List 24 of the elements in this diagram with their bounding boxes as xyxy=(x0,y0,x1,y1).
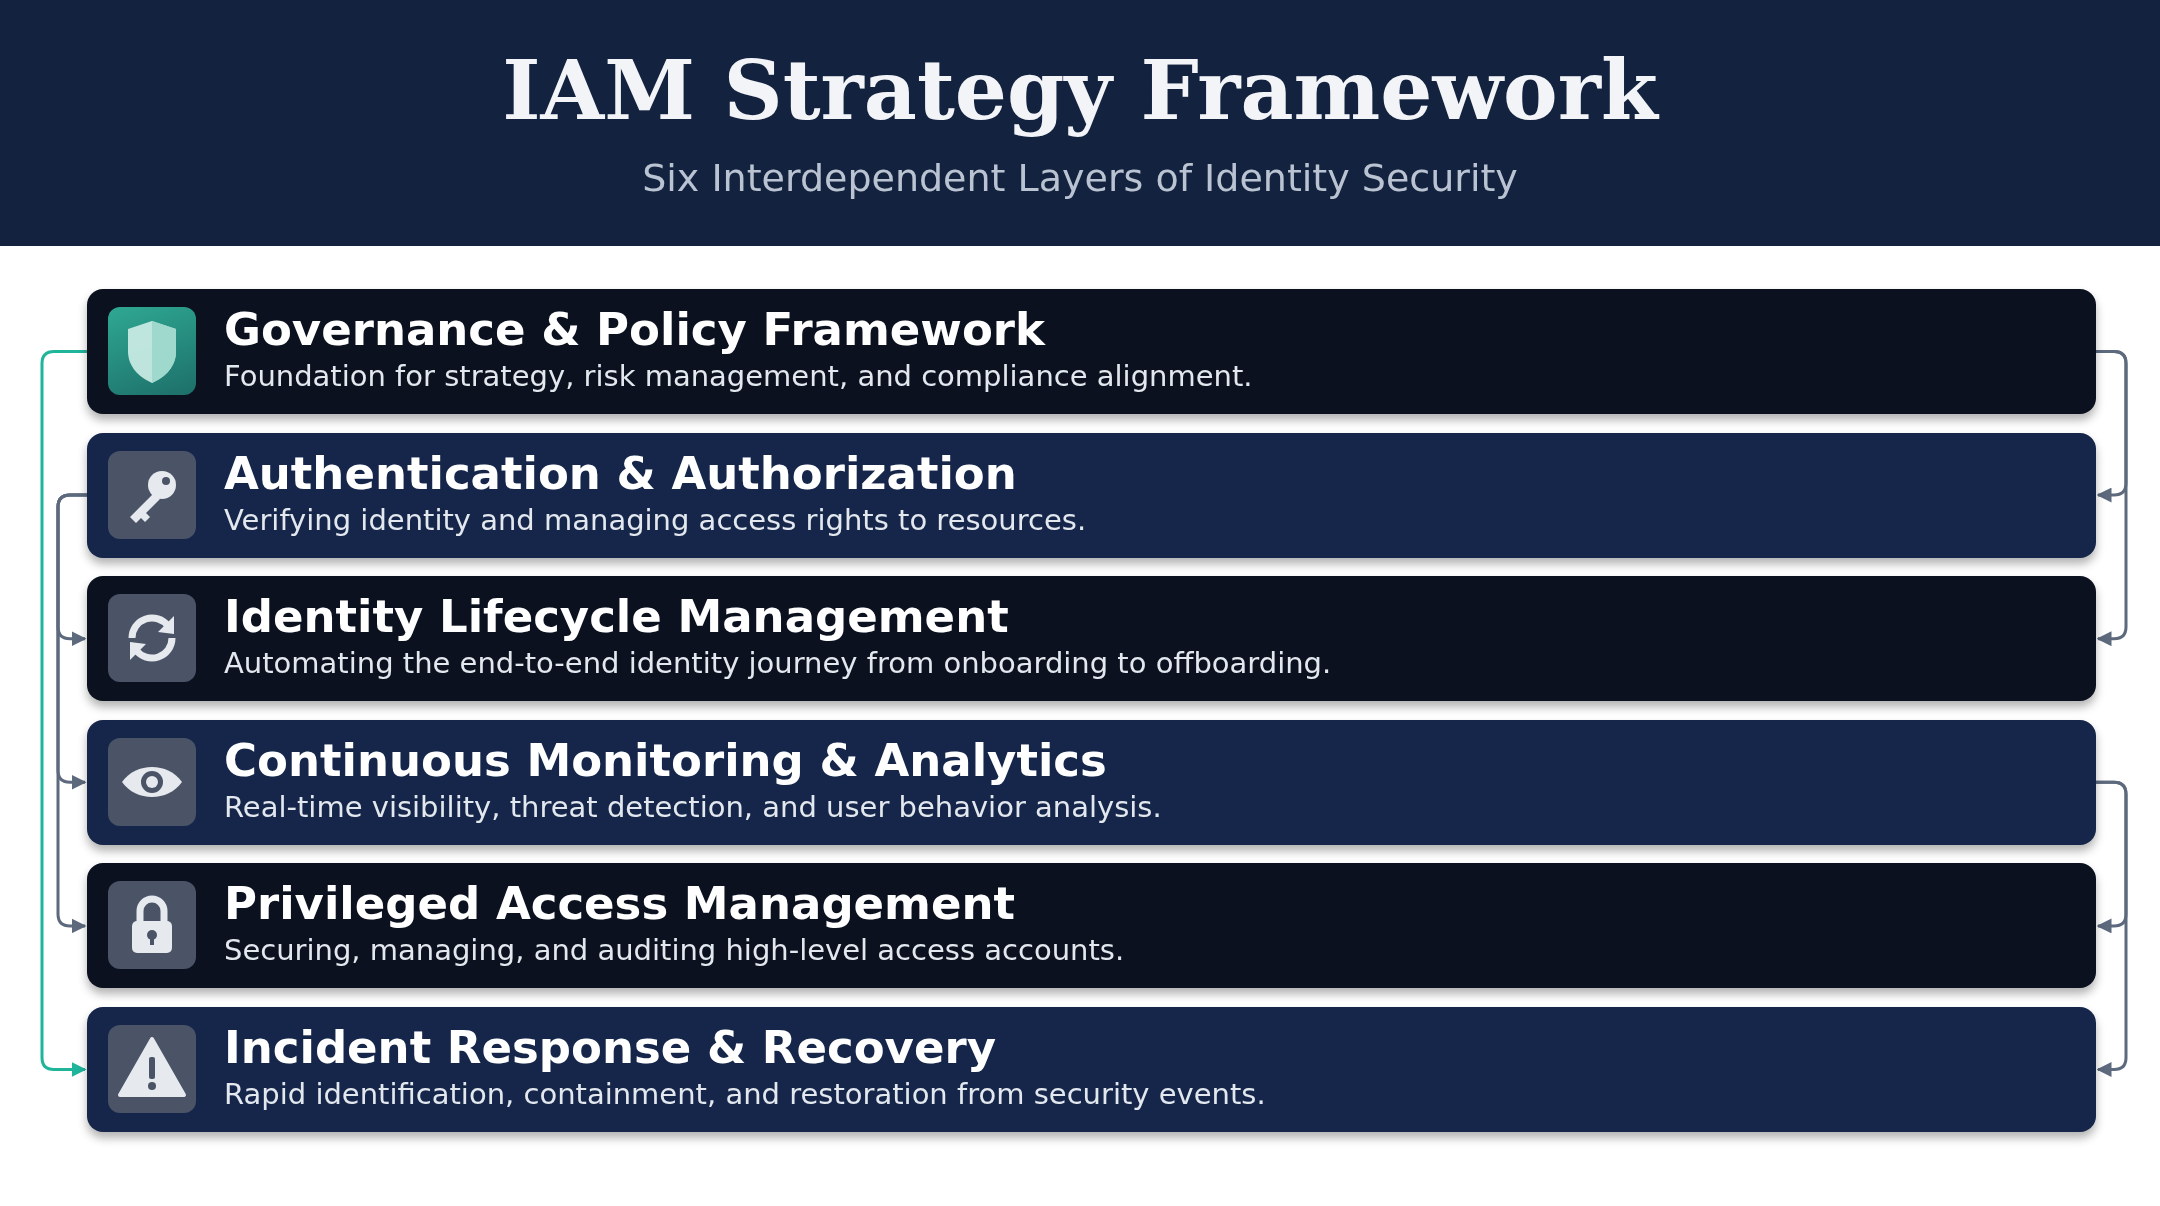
subtitle: Six Interdependent Layers of Identity Security xyxy=(641,156,1519,200)
layer-heading: Continuous Monitoring & Analytics xyxy=(224,733,1107,787)
layer-heading: Authentication & Authorization xyxy=(224,446,1017,500)
layer-heading: Incident Response & Recovery xyxy=(224,1021,996,1074)
layer-card xyxy=(87,432,2096,558)
layer-card xyxy=(87,863,2096,989)
layer-card xyxy=(87,576,2096,702)
connector-arrow xyxy=(2096,350,2128,647)
layer-description: Verifying identity and managing access rights to resources. xyxy=(224,502,1087,537)
connector-arrow xyxy=(2096,780,2128,1077)
layer-description: Securing, managing, and auditing high-level access accounts. xyxy=(224,933,1125,968)
layer-description: Rapid identification, containment, and restoration from security events. xyxy=(224,1077,1266,1111)
title: IAM Strategy Framework xyxy=(501,42,1661,138)
layer-heading: Privileged Access Management xyxy=(224,877,1016,931)
layer-heading: Identity Lifecycle Management xyxy=(224,590,1009,644)
layer-card xyxy=(87,1007,2096,1132)
layer-card xyxy=(87,289,2096,414)
layer-card xyxy=(87,719,2096,845)
connector-arrow xyxy=(40,350,87,1077)
layer-description: Automating the end-to-end identity journey from onboarding to offboarding. xyxy=(224,646,1332,681)
layer-heading: Governance & Policy Framework xyxy=(224,303,1045,356)
layer-description: Real-time visibility, threat detection, and user behavior analysis. xyxy=(224,789,1162,824)
connector-arrow xyxy=(56,493,87,934)
layer-description: Foundation for strategy, risk management, and compliance alignment. xyxy=(224,359,1253,393)
